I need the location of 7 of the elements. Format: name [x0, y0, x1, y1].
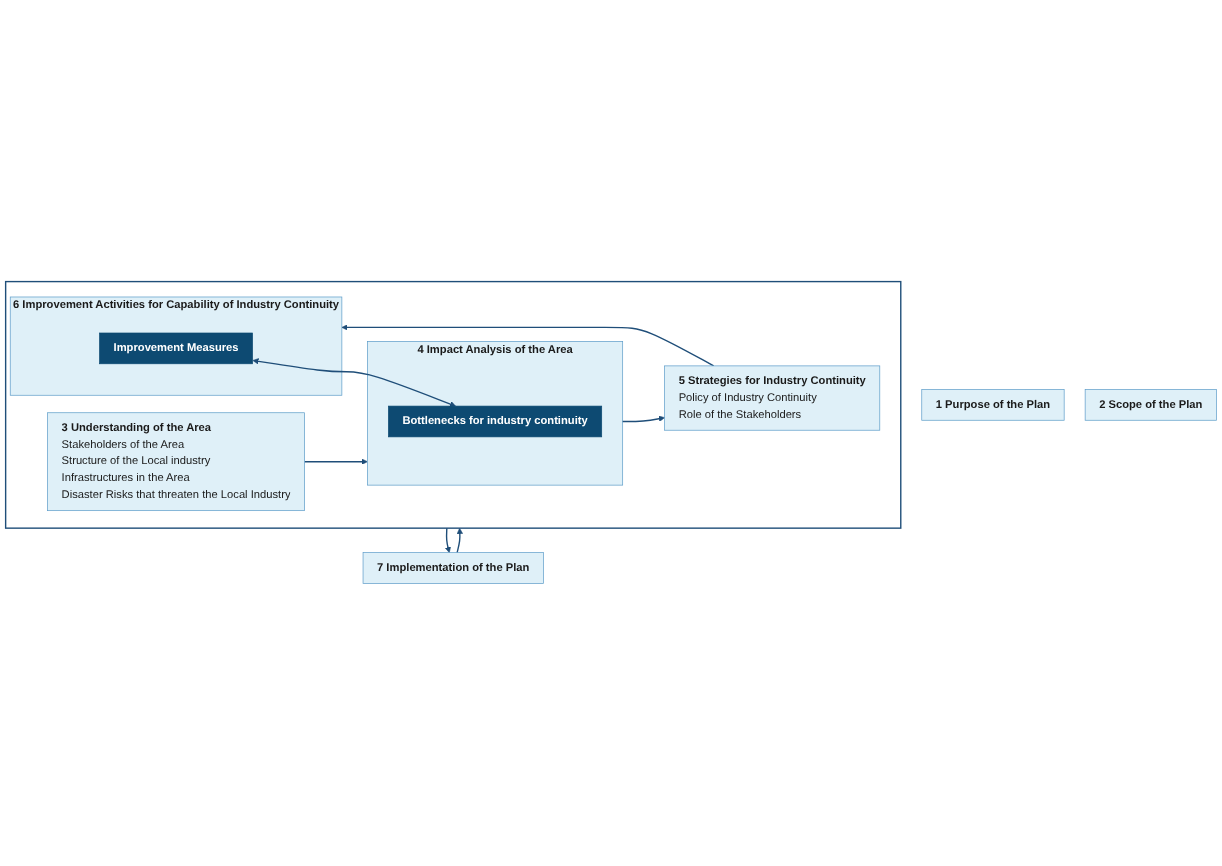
arrow	[456, 528, 463, 554]
arrow	[444, 527, 451, 554]
arrow	[252, 358, 456, 408]
arrow	[621, 416, 665, 423]
arrow	[341, 324, 715, 368]
arrow	[303, 459, 368, 466]
cluster	[4, 281, 902, 530]
